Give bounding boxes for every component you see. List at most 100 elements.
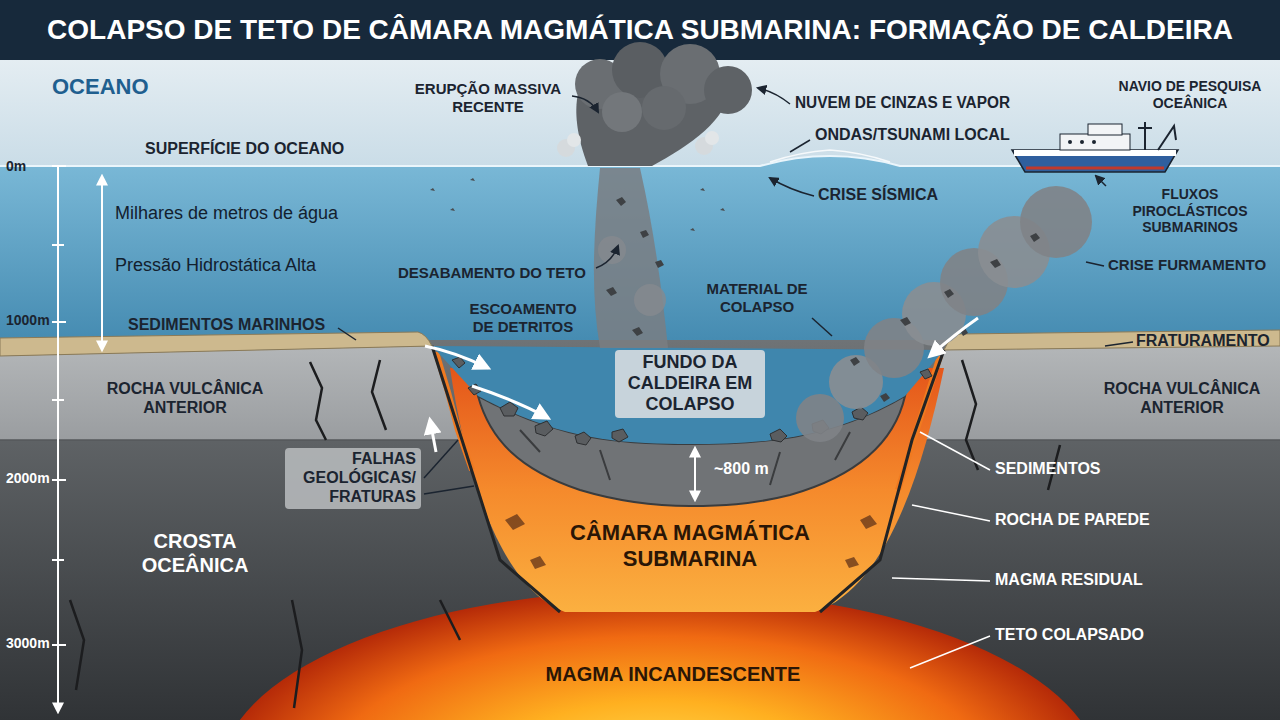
rock-layer-label: ROCHA VULCÂNICA ANTERIOR — [1092, 380, 1272, 418]
label-anchor: ERUPÇÃO MASSIVA RECENTE — [406, 80, 571, 116]
pressure-arrow — [101, 176, 103, 350]
label-anchor: NAVIO DE PESQUISA OCEÂNICA — [1103, 78, 1278, 112]
leader-line — [424, 486, 474, 494]
label-anchor: ESCOAMENTO DE DETRITOS — [459, 300, 587, 336]
research-ship — [1014, 150, 1176, 156]
collapse-rubble — [770, 429, 787, 442]
label-anchor: SEDIMENTOS — [995, 460, 1135, 479]
rock-fractures — [440, 600, 460, 640]
label-anchor: Pressão Hidrostática Alta — [115, 255, 365, 276]
callout-label: DESABAMENTO DO TETO — [398, 264, 586, 282]
research-ship — [1068, 140, 1072, 144]
volcanic-rock-band — [912, 346, 1280, 440]
leader-line — [790, 140, 810, 152]
pyroclastic-debris-plume — [796, 186, 1092, 442]
collapse-rubble — [612, 429, 628, 442]
label-anchor: FALHAS GEOLÓGICAS/ FRATURAS — [285, 448, 421, 509]
label-anchor: NUVEM DE CINZAS E VAPOR — [795, 94, 1010, 113]
leader-line — [596, 246, 618, 268]
rock-layer-label: CROSTA OCEÂNICA — [115, 530, 275, 577]
ocean-water — [0, 150, 1280, 362]
magma-chamber-label: CÂMARA MAGMÁTICA SUBMARINA — [555, 520, 825, 572]
marine-sediment — [0, 332, 432, 356]
depth-label: 0m — [6, 158, 26, 175]
label-anchor: CÂMARA MAGMÁTICA SUBMARINA — [555, 520, 825, 572]
callout-label: FALHAS GEOLÓGICAS/ FRATURAS — [285, 448, 421, 509]
label-anchor: ONDAS/TSUNAMI LOCAL — [815, 126, 1010, 145]
rock-fractures — [70, 600, 84, 690]
leader-line — [424, 440, 458, 478]
callout-label: NAVIO DE PESQUISA OCEÂNICA — [1103, 78, 1278, 111]
pyroclastic-debris-plume — [1020, 186, 1092, 258]
rock-fractures — [372, 360, 386, 430]
eruption-ash-cloud — [567, 133, 581, 147]
depth-scale — [52, 166, 66, 645]
label-anchor: MAGMA RESIDUAL — [995, 571, 1195, 590]
region-label: OCEANO — [52, 74, 149, 100]
volcanic-rock-band — [0, 346, 462, 440]
collapse-rubble — [535, 421, 553, 436]
leader-line — [892, 432, 990, 668]
label-anchor: ROCHA VULCÂNICA ANTERIOR — [85, 380, 285, 418]
depth-label: 2000m — [6, 470, 50, 487]
ocean-water — [0, 156, 1280, 362]
label-anchor: 2000m — [6, 469, 56, 487]
underwater-eruption-column — [598, 236, 626, 264]
debris-flow-arrows — [430, 420, 436, 452]
eruption-ash-cloud — [557, 42, 752, 166]
pyroclastic-debris-plume — [796, 394, 844, 442]
label-anchor: ROCHA DE PAREDE — [995, 511, 1195, 530]
label-anchor: 3000m — [6, 634, 56, 652]
label-anchor: ~800 m — [714, 460, 786, 479]
bedrock — [0, 340, 1280, 720]
callout-label: FRATURAMENTO — [1136, 332, 1270, 351]
leader-line — [758, 88, 790, 104]
research-ship — [1026, 167, 1164, 170]
caldera-wall — [432, 346, 944, 612]
eruption-ash-cloud — [704, 66, 752, 114]
callout-label: ONDAS/TSUNAMI LOCAL — [815, 126, 1010, 145]
leader-line — [1086, 262, 1104, 266]
label-anchor: FRATURAMENTO — [1136, 332, 1276, 351]
leader-line — [1096, 176, 1106, 186]
ocean-water — [770, 150, 890, 162]
underwater-eruption-column — [430, 178, 725, 231]
leader-line — [338, 328, 356, 340]
bedrock — [0, 340, 1280, 720]
leader-line — [572, 96, 598, 112]
label-anchor: CRISE FURMAMENTO — [1108, 256, 1276, 274]
eruption-ash-cloud — [642, 86, 686, 130]
rock-layer-label: ROCHA VULCÂNICA ANTERIOR — [85, 380, 285, 418]
research-ship — [1138, 122, 1152, 150]
callout-label: ESCOAMENTO DE DETRITOS — [459, 300, 587, 335]
dimension-label: ~800 m — [714, 460, 769, 479]
label-anchor: MAGMA INCANDESCENTE — [523, 663, 823, 687]
leader-line — [770, 178, 814, 196]
pressure-arrow — [102, 176, 103, 350]
callout-label: SEDIMENTOS MARINHOS — [128, 316, 325, 335]
research-ship — [1092, 140, 1096, 144]
label-anchor: SUPERFÍCIE DO OCEANO — [145, 140, 355, 159]
leader-line — [812, 318, 832, 336]
underwater-eruption-column — [634, 284, 666, 316]
research-ship — [1012, 122, 1178, 172]
callout-label: MATERIAL DE COLAPSO — [695, 280, 820, 315]
label-anchor: COLAPSO DE TETO DE CÂMARA MAGMÁTICA SUBM… — [15, 13, 1265, 46]
research-ship — [1080, 140, 1084, 144]
depth-dimension-arrow — [694, 448, 696, 500]
callout-label: ROCHA DE PAREDE — [995, 511, 1150, 530]
label-anchor: TETO COLAPSADO — [995, 626, 1195, 645]
callout-label: SEDIMENTOS — [995, 460, 1101, 479]
rock-fractures — [310, 362, 326, 440]
underwater-eruption-column — [606, 197, 664, 336]
eruption-ash-cloud — [705, 131, 719, 145]
research-ship — [1158, 126, 1176, 150]
label-anchor: FUNDO DA CALDEIRA EM COLAPSO — [615, 350, 765, 418]
debris-flow-arrows — [425, 318, 978, 452]
label-anchor: 1000m — [6, 311, 56, 329]
rock-fractures — [962, 360, 978, 470]
debris-flow-arrows — [425, 346, 488, 368]
depth-scale — [52, 166, 66, 712]
underwater-eruption-column — [594, 168, 668, 348]
depth-scale — [57, 166, 59, 712]
